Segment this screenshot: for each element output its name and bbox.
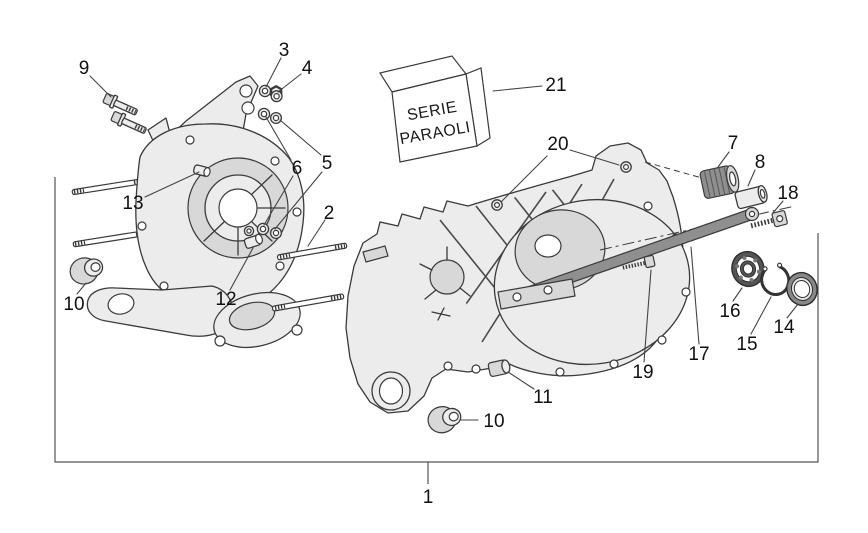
callout-13: 13 — [122, 193, 143, 214]
callout-8: 8 — [755, 152, 766, 173]
callout-16: 16 — [719, 301, 740, 322]
kit-card: SERIE PARAOLI — [379, 55, 491, 163]
nut-item5-lower — [269, 226, 283, 240]
callout-labels: 1 2 3 4 5 6 7 8 9 10 10 11 12 13 14 15 1… — [63, 40, 798, 508]
callout-12: 12 — [215, 289, 236, 310]
left-crankcase-half — [69, 75, 305, 349]
callout-15: 15 — [736, 334, 757, 355]
dowel-item11 — [487, 359, 511, 377]
callout-14: 14 — [773, 317, 795, 338]
nut-item5-upper — [269, 111, 283, 125]
washer-item6-upper — [257, 107, 271, 121]
callout-9: 9 — [79, 58, 90, 79]
spacer-item12 — [243, 225, 263, 249]
spacer-item8 — [734, 184, 768, 210]
stud-right-upper — [276, 242, 348, 261]
callout-7: 7 — [728, 133, 739, 154]
callout-18: 18 — [777, 183, 798, 204]
nut-20-left — [491, 199, 503, 211]
rubber-bushing-item7 — [699, 165, 740, 199]
bolt-item18 — [750, 210, 788, 229]
callout-19: 19 — [632, 362, 653, 383]
washer-item3 — [258, 84, 272, 98]
nut-20-right — [620, 161, 632, 173]
main-crankcase-half — [271, 142, 818, 434]
callout-20: 20 — [547, 134, 568, 155]
callout-6: 6 — [292, 158, 303, 179]
leader-lines — [76, 57, 799, 421]
pin-item13 — [192, 164, 211, 177]
oil-seal-item14 — [786, 271, 818, 307]
screw-item19 — [622, 254, 656, 270]
callout-1: 1 — [423, 487, 434, 508]
bushing-10-right — [427, 406, 462, 434]
bearing-item16 — [731, 250, 765, 288]
flange-bolt-lower — [110, 111, 147, 134]
callout-3: 3 — [279, 40, 290, 61]
kickstart-lever — [497, 206, 760, 310]
assembly-frame-bracket — [54, 177, 819, 484]
callout-21: 21 — [545, 75, 566, 96]
callout-17: 17 — [688, 344, 709, 365]
callout-4: 4 — [302, 58, 313, 79]
circlip-item15 — [760, 262, 791, 297]
cover-bolt-bosses — [443, 201, 691, 377]
callout-10-right: 10 — [483, 411, 504, 432]
callout-2: 2 — [324, 203, 335, 224]
washer-item6-lower — [256, 222, 270, 236]
crank-chamber — [429, 259, 465, 295]
nut-item4 — [269, 85, 283, 103]
left-case-lower-arm — [86, 285, 234, 337]
callout-11: 11 — [533, 387, 553, 408]
bushing-10-left — [69, 257, 104, 285]
callout-10-left: 10 — [63, 294, 84, 315]
callout-5: 5 — [322, 153, 333, 174]
stud-right-lower — [271, 293, 345, 312]
flange-bolt-upper — [102, 93, 138, 116]
